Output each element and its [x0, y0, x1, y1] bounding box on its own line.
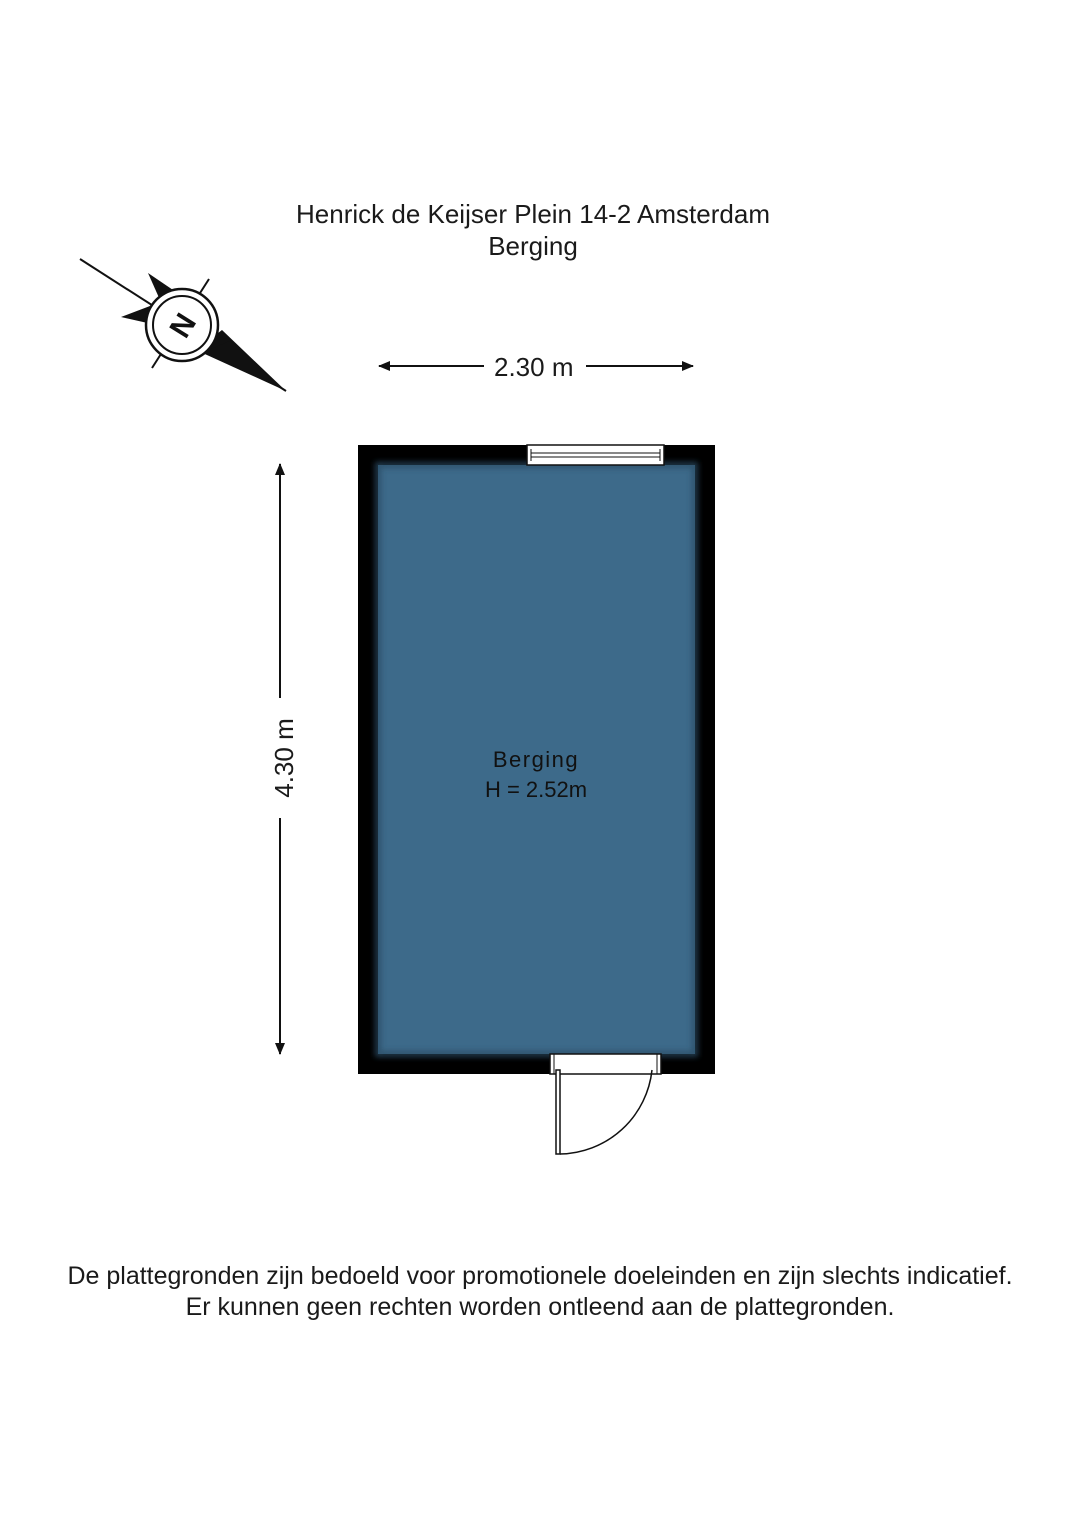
- disclaimer-line-2: Er kunnen geen rechten worden ontleend a…: [185, 1293, 895, 1321]
- door: [549, 1053, 662, 1155]
- length-label: 4.30 m: [269, 698, 299, 818]
- north-arrow-icon: N: [79, 258, 287, 392]
- disclaimer-line-1: De plattegronden zijn bedoeld voor promo…: [67, 1262, 1013, 1290]
- window: [526, 444, 665, 466]
- address-title: Henrick de Keijser Plein 14-2 Amsterdam: [296, 199, 770, 229]
- room-floor: [378, 465, 695, 1054]
- floor-title: Berging: [488, 231, 578, 261]
- plan-header: Henrick de Keijser Plein 14-2 Amsterdam …: [0, 198, 1080, 262]
- room-name: Berging: [492, 747, 580, 772]
- door-leaf: [555, 1069, 561, 1155]
- width-label: 2.30 m: [486, 352, 582, 382]
- door-swing-arc: [559, 1069, 653, 1155]
- disclaimer: De plattegronden zijn bedoeld voor promo…: [0, 1261, 1080, 1323]
- room-height: H = 2.52m: [484, 777, 588, 802]
